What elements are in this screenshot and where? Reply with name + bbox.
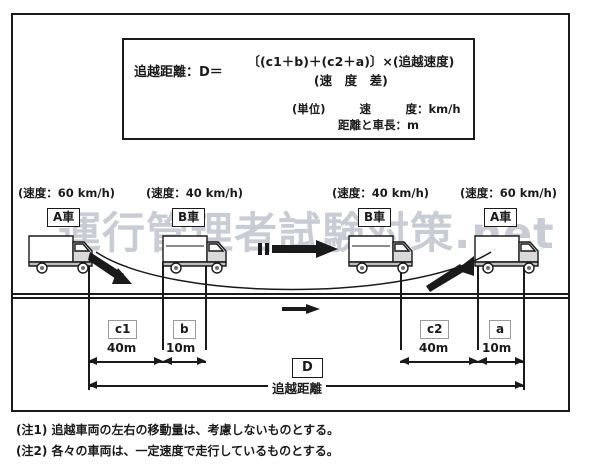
curved-arrow-icon-left [88, 252, 132, 284]
speed-label-b-left: (速度：40 km/h) [146, 186, 244, 200]
total-distance-label: 追越距離 [268, 378, 327, 397]
guide-line-5 [477, 262, 479, 350]
road-line-upper [13, 293, 568, 295]
units-speed-value: ：km/h [417, 102, 461, 116]
measure-tag-d: D [292, 358, 323, 378]
measure-tag-b: b [173, 320, 196, 339]
right-arrow-icon-small [282, 304, 320, 314]
curved-arrow-icon-right [426, 256, 474, 292]
truck-icon-b-right [348, 235, 413, 274]
units-speed-label: 速 度 [359, 102, 418, 116]
dimension-arrow-c2 [400, 357, 478, 366]
diagram-border [11, 13, 570, 412]
right-arrow-icon-main [258, 240, 338, 258]
units-title: (単位) [292, 102, 326, 116]
note-1: (注1) 追越車両の左右の移動量は、考慮しないものとする。 [16, 423, 340, 437]
formula-box: 追越距離：D＝ 〔(c1＋b)＋(c2＋a)〕×(追越速度) (速 度 差) (… [122, 38, 475, 140]
guide-line-6 [523, 262, 525, 390]
dimension-arrow-b [163, 357, 206, 366]
measure-value-c1: 40m [107, 341, 137, 355]
units-legend: (単位) 速 度 ：km/h 距離と車長 ：m [292, 101, 461, 133]
speed-label-a-right: (速度：60 km/h) [460, 186, 558, 200]
units-row-distance: 距離と車長 ：m [292, 117, 461, 133]
measure-value-a: 10m [482, 341, 512, 355]
formula-equation: 追越距離：D＝ 〔(c1＋b)＋(c2＋a)〕×(追越速度) (速 度 差) [134, 51, 473, 89]
truck-icon-b-left [162, 235, 227, 274]
measure-tag-c2: c2 [420, 320, 450, 339]
vehicle-tag-b-left: B車 [172, 208, 206, 227]
formula-denominator: (速 度 差) [313, 73, 388, 88]
overtake-path-curve [95, 251, 492, 291]
formula-numerator: 〔(c1＋b)＋(c2＋a)〕×(追越速度) [247, 54, 455, 69]
measure-value-b: 10m [166, 341, 196, 355]
guide-line-4 [400, 262, 402, 350]
formula-fraction: 〔(c1＋b)＋(c2＋a)〕×(追越速度) (速 度 差) [229, 51, 473, 89]
guide-line-3 [205, 262, 207, 350]
notes-block: (注1) 追越車両の左右の移動量は、考慮しないものとする。 (注2) 各々の車両… [16, 420, 339, 462]
guide-line-2 [162, 262, 164, 350]
vehicle-tag-b-right: B車 [358, 208, 392, 227]
note-2: (注2) 各々の車両は、一定速度で走行しているものとする。 [16, 444, 339, 458]
road-line-lower [13, 297, 568, 299]
vehicle-tag-a-right: A車 [484, 208, 518, 227]
units-distance-label: 距離と車長 [338, 118, 396, 132]
guide-line-1 [88, 262, 90, 390]
units-distance-value: ：m [395, 118, 419, 132]
vehicle-tag-a-left: A車 [47, 208, 81, 227]
dimension-arrow-c1 [88, 357, 163, 366]
measure-tag-c1: c1 [108, 320, 138, 339]
units-row-speed: (単位) 速 度 ：km/h [292, 101, 461, 117]
speed-label-b-right: (速度：40 km/h) [332, 186, 430, 200]
truck-icon-a-left [28, 235, 93, 274]
speed-label-a-left: (速度：60 km/h) [18, 186, 116, 200]
measure-value-c2: 40m [419, 341, 449, 355]
formula-left-side: 追越距離：D＝ [134, 64, 223, 80]
dimension-arrow-a [478, 357, 524, 366]
measure-tag-a: a [489, 320, 512, 339]
